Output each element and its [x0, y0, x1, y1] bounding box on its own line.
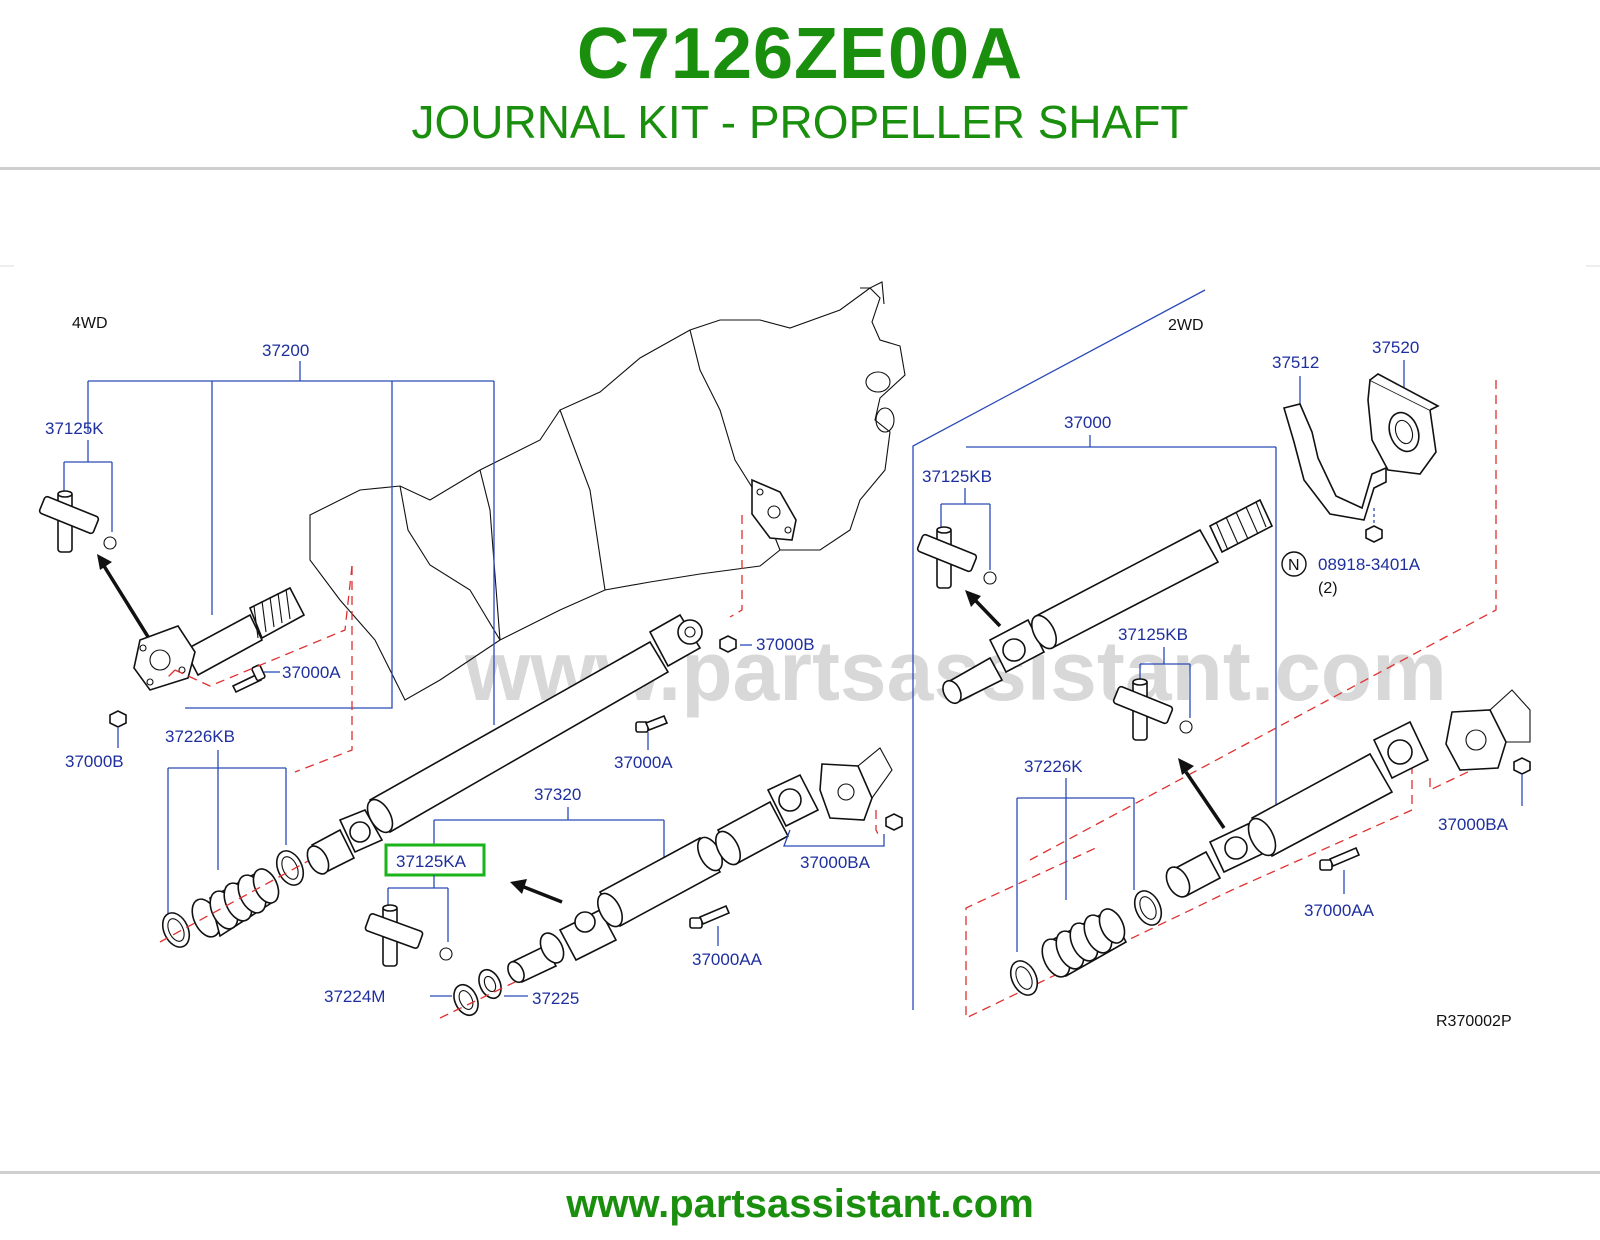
leader-37226k — [1016, 778, 1135, 952]
transmission-housing — [309, 281, 906, 701]
nut-37000b-center — [719, 635, 737, 653]
page-header: C7126ZE00A JOURNAL KIT - PROPELLER SHAFT — [0, 0, 1600, 170]
section-divider — [912, 289, 1206, 1010]
callout-37320: 37320 — [534, 785, 581, 804]
leader-37125k — [63, 440, 113, 532]
dash-line-4 — [159, 859, 311, 943]
pointer-arrow-2 — [523, 885, 563, 904]
leader-37000ba-left — [783, 829, 885, 847]
washer-37225 — [478, 968, 502, 1000]
section-label-4wd: 4WD — [72, 315, 108, 332]
callout-37000b-left: 37000B — [65, 752, 124, 771]
new-part-marker — [1281, 551, 1307, 577]
callout-37512: 37512 — [1272, 353, 1319, 372]
dash-line-6 — [875, 810, 881, 839]
seal-37224m — [453, 983, 479, 1017]
callout-37225: 37225 — [532, 989, 579, 1008]
pointer-arrowhead-1 — [97, 554, 112, 570]
figure-code: R370002P — [1436, 1013, 1512, 1030]
footer-url[interactable]: www.partsassistant.com — [566, 1182, 1034, 1226]
pointer-arrowhead-4 — [1178, 758, 1194, 775]
dash-line-3 — [729, 515, 743, 618]
leader-37125kb-lower — [1139, 647, 1191, 718]
header-divider — [0, 167, 1600, 170]
nut-37000ba-right — [1513, 757, 1531, 775]
callout-37000ba-left: 37000BA — [800, 853, 871, 872]
new-part-marker-label: N — [1288, 557, 1300, 574]
callout-37125kb-lower: 37125KB — [1118, 625, 1188, 644]
universal-joint-37125ka — [364, 904, 453, 967]
leader-37125ka — [387, 875, 449, 942]
rear-propeller-shaft-37320 — [507, 747, 893, 984]
pointer-arrow-4 — [1184, 771, 1226, 829]
callout-37125k: 37125K — [45, 419, 104, 438]
dash-line-8 — [965, 750, 1413, 1020]
callout-37226k: 37226K — [1024, 757, 1083, 776]
dash-line-9 — [1429, 769, 1473, 792]
nut-37000ba-left — [885, 813, 903, 831]
bolt-37000a-left — [231, 664, 266, 694]
nut-37000b-left — [109, 710, 127, 728]
leader-37320 — [433, 807, 665, 858]
dash-line-1 — [164, 565, 353, 687]
universal-joint-37125k — [38, 490, 117, 553]
dash-line-7 — [1029, 380, 1497, 861]
dash-line-2 — [294, 566, 353, 773]
section-label-2wd: 2WD — [1168, 317, 1204, 334]
nut-08918-3401a — [1365, 525, 1383, 543]
callout-08918-3401a-qty: (2) — [1318, 580, 1338, 597]
pointer-arrow-1 — [102, 565, 152, 641]
main-propeller-shaft-4wd — [306, 613, 703, 875]
leader-37125kb-upper — [940, 488, 991, 570]
front-driveshaft-4wd — [133, 586, 306, 691]
highlight-box-37125ka — [384, 843, 486, 877]
bolt-37000aa-left — [689, 904, 731, 929]
dust-boot-4wd — [161, 850, 305, 948]
rear-propeller-shaft-2wd — [1165, 689, 1531, 898]
bolt-37000aa-right — [1319, 846, 1361, 871]
part-description: JOURNAL KIT - PROPELLER SHAFT — [411, 96, 1189, 148]
callout-37224m: 37224M — [324, 987, 385, 1006]
pointer-arrow-3 — [973, 598, 1002, 628]
bearing-bracket-37512 — [1282, 403, 1387, 521]
callout-37000ba-right: 37000BA — [1438, 815, 1509, 834]
callout-37520: 37520 — [1372, 338, 1419, 357]
bolt-37000a-center — [635, 714, 669, 733]
callout-37200: 37200 — [262, 341, 309, 360]
universal-joint-37125kb-upper — [916, 526, 997, 589]
parts-diagram: www.partsassistant.com 4WD 2WD 37200 371… — [0, 265, 1600, 1030]
callout-08918-3401a: 08918-3401A — [1318, 555, 1421, 574]
callout-37125ka: 37125KA — [396, 852, 467, 871]
callout-37000aa-left: 37000AA — [692, 950, 763, 969]
part-number-title: C7126ZE00A — [576, 14, 1024, 94]
callout-37000aa-right: 37000AA — [1304, 901, 1375, 920]
universal-joint-37125kb-lower — [1112, 678, 1193, 741]
callout-37000a-center: 37000A — [614, 753, 673, 772]
callout-37000b-center: 37000B — [756, 635, 815, 654]
pointer-arrowhead-2 — [510, 879, 527, 894]
leader-37000 — [966, 435, 1277, 810]
callout-37000a-left: 37000A — [282, 663, 341, 682]
pointer-arrowhead-3 — [965, 590, 981, 607]
callout-37000: 37000 — [1064, 413, 1111, 432]
dust-boot-2wd — [1009, 890, 1163, 996]
center-bearing-37520 — [1367, 373, 1440, 475]
callout-37125kb-upper: 37125KB — [922, 467, 992, 486]
footer-divider — [0, 1171, 1600, 1174]
propeller-shaft-2wd — [942, 498, 1274, 705]
leader-37200 — [87, 361, 495, 725]
leader-37226kb — [167, 750, 287, 915]
callout-37226kb: 37226KB — [165, 727, 235, 746]
